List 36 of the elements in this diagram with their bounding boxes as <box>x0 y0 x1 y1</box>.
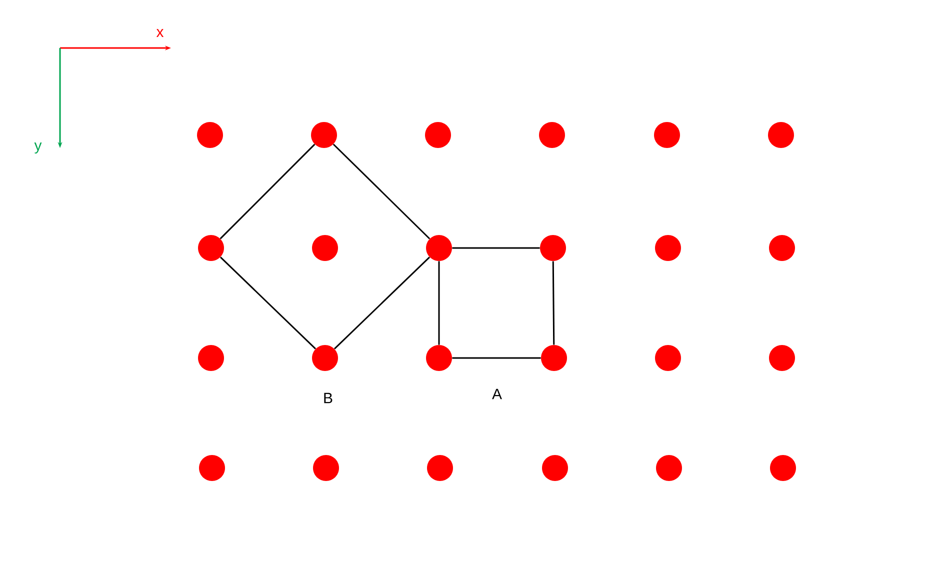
dot <box>654 122 680 148</box>
dot <box>539 122 565 148</box>
dot <box>311 122 337 148</box>
axis-label: x <box>156 29 164 37</box>
dot <box>425 122 451 148</box>
shape-label: A <box>492 388 502 400</box>
dot <box>542 455 568 481</box>
dot <box>768 122 794 148</box>
line <box>220 256 316 350</box>
shape-label: B <box>324 392 332 404</box>
dot <box>312 235 338 261</box>
dot <box>198 345 224 371</box>
dot <box>770 455 796 481</box>
dot <box>199 455 225 481</box>
line <box>452 357 541 359</box>
dot <box>656 455 682 481</box>
line <box>552 261 555 345</box>
dot <box>541 345 567 371</box>
dot <box>197 122 223 148</box>
dot <box>427 455 453 481</box>
dot <box>426 345 452 371</box>
line <box>334 256 430 350</box>
axis-label: y <box>34 142 42 154</box>
dot <box>655 345 681 371</box>
dot <box>313 455 339 481</box>
line <box>220 144 316 240</box>
dot <box>769 345 795 371</box>
line <box>452 247 540 249</box>
dot <box>540 235 566 261</box>
dot <box>769 235 795 261</box>
line <box>438 261 440 345</box>
dot <box>655 235 681 261</box>
dot <box>198 235 224 261</box>
line <box>332 144 430 240</box>
dot <box>312 345 338 371</box>
dot <box>426 235 452 261</box>
